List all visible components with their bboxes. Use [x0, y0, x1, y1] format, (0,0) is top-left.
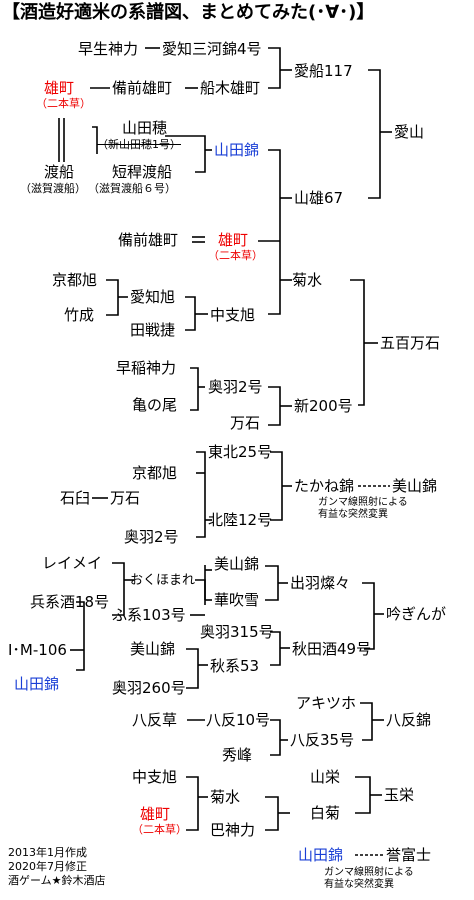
node-dewasansan: 出羽燦々	[290, 574, 351, 592]
note-gamma-2: ガンマ線照射による	[324, 867, 414, 878]
node-shiga-watabune: （滋賀渡船）	[20, 182, 86, 195]
node-reimei: レイメイ	[42, 554, 103, 572]
node-im106: I･M-106	[8, 641, 67, 659]
node-nakashi-asahi-2: 中支旭	[132, 768, 178, 786]
node-wase-shinriki: 早稲神力	[116, 359, 177, 377]
node-ou2: 奥羽2号	[208, 378, 263, 396]
node-omachi-1: 雄町	[44, 79, 75, 97]
node-shin200: 新200号	[294, 397, 353, 415]
node-kikusui-1: 菊水	[292, 271, 323, 289]
node-bizen-omachi-1: 備前雄町	[112, 79, 173, 97]
node-ikamiriki: 巴神力	[210, 821, 256, 839]
node-watabune: 渡船	[44, 163, 75, 181]
node-wasesei: 早生神力	[78, 40, 139, 58]
node-akitashu49: 秋田酒49号	[292, 640, 372, 658]
node-omachi-3: 雄町	[140, 805, 171, 823]
node-nihonsou-3: （二本草）	[132, 823, 187, 836]
node-gyokuei: 玉栄	[384, 786, 415, 804]
node-yamasakae: 山栄	[310, 768, 341, 786]
node-yamao67: 山雄67	[294, 189, 344, 207]
node-kyoto-asahi-1: 京都旭	[52, 271, 98, 289]
node-miyamanishiki-1: 美山錦	[392, 477, 438, 495]
node-aiyama: 愛山	[394, 123, 425, 141]
node-ou260: 奥羽260号	[112, 679, 186, 697]
node-nihonsou-1: （二本草）	[36, 97, 91, 110]
node-aichi-mikawa: 愛知三河錦4号	[162, 40, 262, 58]
node-shuhou: 秀峰	[222, 746, 253, 764]
node-hattan10: 八反10号	[206, 711, 271, 729]
node-shin-yamadaho: （新山田穂1号）	[97, 138, 181, 151]
node-mangoku-2: 万石	[110, 489, 141, 507]
credit-revised: 2020年7月修正	[8, 860, 87, 873]
node-hattannishiki: 八反錦	[386, 711, 432, 729]
node-hokuriku12: 北陸12号	[208, 511, 273, 529]
node-homarefuji: 誉富士	[386, 846, 432, 864]
node-hyoukeishu18: 兵系酒18号	[30, 593, 110, 611]
node-nakashi-asahi-1: 中支旭	[210, 306, 256, 324]
node-aichi-asahi: 愛知旭	[130, 288, 176, 306]
node-kyoto-asahi-2: 京都旭	[132, 464, 178, 482]
node-yamadanishiki-1: 山田錦	[214, 141, 260, 159]
note-gamma-1: ガンマ線照射による	[318, 497, 408, 508]
node-hattan35: 八反35号	[290, 731, 355, 749]
node-akitsuho: アキツホ	[296, 694, 357, 712]
node-tasenshou: 田戦捷	[130, 321, 176, 339]
credit-created: 2013年1月作成	[8, 846, 87, 859]
node-omachi-2: 雄町	[218, 231, 249, 249]
node-kikusui-2: 菊水	[210, 788, 241, 806]
node-tohoku25: 東北25号	[208, 443, 273, 461]
credit-author: 酒ゲーム★鈴木酒店	[8, 874, 106, 887]
node-hanafubuki: 華吹雪	[214, 591, 260, 609]
node-yamadanishiki-3: 山田錦	[298, 846, 344, 864]
node-okuhomare: おくほまれ	[130, 573, 196, 588]
node-ginginga: 吟ぎんが	[386, 605, 447, 623]
node-aifune117: 愛船117	[294, 62, 353, 80]
node-takanenishiki: たかね錦	[294, 477, 355, 495]
node-gohyakumangoku: 五百万石	[380, 334, 441, 352]
node-fukei103: ふ系103号	[112, 606, 186, 624]
diagram-title: 【酒造好適米の系譜図、まとめてみた(･∀･)】	[2, 2, 375, 23]
node-miyamanishiki-3: 美山錦	[130, 640, 176, 658]
node-taketsuki: 竹成	[64, 306, 95, 324]
node-yamadanishiki-2: 山田錦	[14, 675, 60, 693]
node-shiga-watabune6: （滋賀渡船６号）	[88, 182, 176, 195]
node-hattan-sou: 八反草	[132, 711, 178, 729]
node-ou315: 奥羽315号	[200, 623, 274, 641]
node-ou2-b: 奥羽2号	[124, 528, 179, 546]
node-yamadaho: 山田穂	[122, 119, 168, 137]
node-shirogiku: 白菊	[310, 804, 341, 822]
note-mutation-1: 有益な突然変異	[318, 509, 388, 520]
node-miyamanishiki-2: 美山錦	[214, 555, 260, 573]
node-ishiusu: 石臼	[60, 489, 91, 507]
node-funaki-omachi: 船木雄町	[200, 79, 261, 97]
node-akikei53: 秋系53	[210, 657, 260, 675]
node-nihonsou-2: （二本草）	[208, 249, 263, 262]
node-tankan-watabune: 短稈渡船	[112, 163, 173, 181]
note-mutation-2: 有益な突然変異	[324, 879, 394, 890]
node-bizen-omachi-2: 備前雄町	[118, 231, 179, 249]
node-mangoku-1: 万石	[230, 414, 261, 432]
node-kamenoo: 亀の尾	[132, 396, 178, 414]
